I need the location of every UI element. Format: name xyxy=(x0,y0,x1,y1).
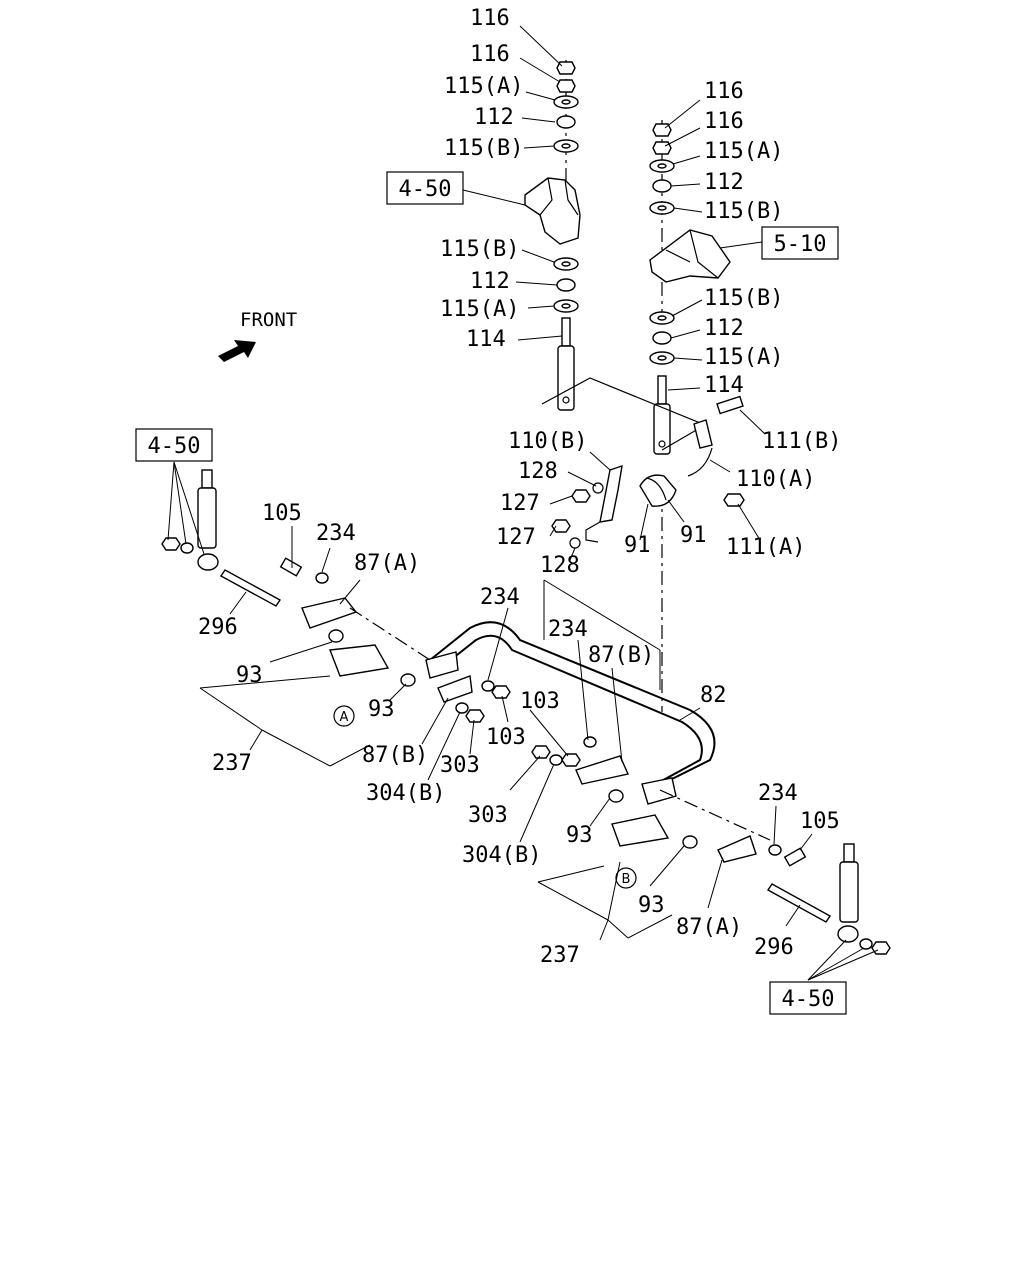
callout-116: 116 xyxy=(704,79,744,104)
leader-lines xyxy=(167,25,879,981)
callout-128: 128 xyxy=(540,553,580,578)
ref-label-top-right: 5-10 xyxy=(774,232,827,257)
callout-111b: 111(B) xyxy=(762,429,841,454)
callout-110a: 110(A) xyxy=(736,467,815,492)
upper-right-link-stack xyxy=(649,120,731,712)
callout-93: 93 xyxy=(566,823,593,848)
callout-115a: 115(A) xyxy=(444,74,523,99)
callout-111a: 111(A) xyxy=(726,535,805,560)
callout-87b: 87(B) xyxy=(362,743,428,768)
callout-115b: 115(B) xyxy=(440,237,519,262)
callout-112: 112 xyxy=(704,316,744,341)
callout-112: 112 xyxy=(474,105,514,130)
callout-103: 103 xyxy=(520,689,560,714)
marker-b: B xyxy=(622,872,631,887)
callout-112: 112 xyxy=(470,269,510,294)
ref-label-bottom-right: 4-50 xyxy=(782,987,835,1012)
callout-127: 127 xyxy=(496,525,536,550)
callout-116: 116 xyxy=(470,42,510,67)
front-arrow-icon xyxy=(218,340,256,362)
callout-103: 103 xyxy=(486,725,526,750)
callout-127: 127 xyxy=(500,491,540,516)
front-label: FRONT xyxy=(240,309,297,331)
ref-box-top-right xyxy=(761,226,839,260)
callout-115b: 115(B) xyxy=(704,199,783,224)
callout-105: 105 xyxy=(262,501,302,526)
callout-91: 91 xyxy=(624,533,651,558)
callout-237: 237 xyxy=(212,751,252,776)
callout-304b: 304(B) xyxy=(366,781,445,806)
clamp-assembly xyxy=(551,395,745,549)
callout-87a: 87(A) xyxy=(354,551,420,576)
callout-110b: 110(B) xyxy=(508,429,587,454)
callout-234: 234 xyxy=(548,617,588,642)
callout-234: 234 xyxy=(758,781,798,806)
ref-label-top-left: 4-50 xyxy=(399,177,452,202)
marker-a: A xyxy=(340,710,349,725)
callout-112: 112 xyxy=(704,170,744,195)
left-shock-absorber xyxy=(161,469,329,607)
callout-93: 93 xyxy=(236,663,263,688)
callout-87a: 87(A) xyxy=(676,915,742,940)
ref-label-left: 4-50 xyxy=(148,434,201,459)
left-bracket-assembly: A xyxy=(301,597,511,727)
callout-82: 82 xyxy=(700,683,727,708)
callout-91: 91 xyxy=(680,523,707,548)
callout-87b: 87(B) xyxy=(588,643,654,668)
callout-116: 116 xyxy=(470,6,510,31)
ref-box-left xyxy=(135,428,213,462)
callout-115a: 115(A) xyxy=(440,297,519,322)
callout-114: 114 xyxy=(704,373,744,398)
callout-234: 234 xyxy=(480,585,520,610)
right-shock-absorber xyxy=(766,843,891,955)
stabilizer-bar xyxy=(429,621,716,791)
callout-labels: 116 116 115(A) 112 115(B) 115(B) 112 115… xyxy=(198,6,841,968)
ref-box-top-left xyxy=(386,171,464,205)
callout-115b: 115(B) xyxy=(704,286,783,311)
callout-115a: 115(A) xyxy=(704,345,783,370)
callout-93: 93 xyxy=(368,697,395,722)
callout-128: 128 xyxy=(518,459,558,484)
callout-234: 234 xyxy=(316,521,356,546)
callout-93: 93 xyxy=(638,893,665,918)
callout-304b: 304(B) xyxy=(462,843,541,868)
callout-116: 116 xyxy=(704,109,744,134)
callout-115a: 115(A) xyxy=(704,139,783,164)
right-bracket-assembly: B xyxy=(531,736,782,889)
ref-box-bottom-right xyxy=(769,981,847,1015)
callout-237: 237 xyxy=(540,943,580,968)
callout-296: 296 xyxy=(754,935,794,960)
callout-115b: 115(B) xyxy=(444,136,523,161)
callout-114: 114 xyxy=(466,327,506,352)
callout-303: 303 xyxy=(468,803,508,828)
upper-left-link-stack xyxy=(524,60,581,411)
callout-296: 296 xyxy=(198,615,238,640)
callout-303: 303 xyxy=(440,753,480,778)
callout-105: 105 xyxy=(800,809,840,834)
